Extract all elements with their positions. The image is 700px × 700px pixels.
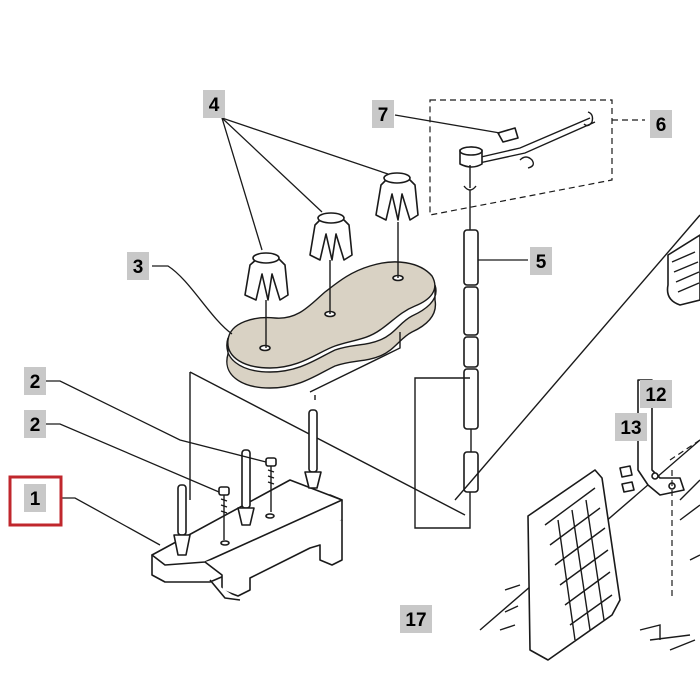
thread-guide-outline	[429, 99, 613, 216]
rod-alignment-line	[414, 377, 471, 529]
callout-2-lower[interactable]: 2	[24, 410, 46, 438]
svg-text:4: 4	[209, 95, 220, 116]
screw-upper	[265, 457, 277, 512]
bracket-part-12	[637, 379, 685, 496]
leader-2-lower	[46, 423, 220, 493]
leader-4	[221, 117, 389, 251]
machine-dashed-edge	[669, 439, 700, 600]
callout-17[interactable]: 17	[400, 605, 432, 633]
svg-text:13: 13	[620, 418, 641, 439]
callout-7[interactable]: 7	[372, 100, 394, 128]
screw-part-13	[619, 465, 635, 493]
thread-guide-wire	[459, 111, 596, 191]
svg-text:2: 2	[30, 372, 41, 393]
svg-text:7: 7	[378, 105, 389, 126]
svg-text:12: 12	[645, 385, 666, 406]
svg-text:5: 5	[536, 252, 547, 273]
svg-text:3: 3	[133, 257, 144, 278]
spool-spindle-rod	[463, 190, 479, 493]
callout-5[interactable]: 5	[530, 247, 552, 275]
callout-1[interactable]: 1	[8, 475, 63, 527]
svg-text:1: 1	[30, 489, 41, 510]
leader-7	[394, 114, 501, 134]
callout-13[interactable]: 13	[615, 413, 647, 441]
svg-text:17: 17	[405, 610, 426, 631]
callout-4[interactable]: 4	[203, 90, 225, 118]
callout-6[interactable]: 6	[650, 110, 672, 138]
callout-1-highlight	[8, 475, 63, 527]
svg-text:2: 2	[30, 415, 41, 436]
callout-2-upper[interactable]: 2	[24, 367, 46, 395]
right-side-fragments	[499, 479, 700, 651]
spool-cap-middle	[309, 212, 353, 314]
leader-3	[152, 265, 233, 335]
spool-cap-right	[375, 172, 419, 278]
leader-1	[62, 497, 161, 546]
spool-cap-left	[244, 252, 289, 348]
pad-alignment-lines	[189, 332, 466, 516]
leader-2-upper	[46, 380, 267, 463]
screw-lower	[218, 486, 230, 540]
svg-text:6: 6	[656, 115, 667, 136]
spool-pad	[226, 261, 437, 389]
bobbin-cover-plate	[527, 469, 621, 661]
spool-base	[151, 409, 343, 601]
callout-3[interactable]: 3	[127, 252, 149, 280]
callout-12[interactable]: 12	[640, 380, 672, 408]
